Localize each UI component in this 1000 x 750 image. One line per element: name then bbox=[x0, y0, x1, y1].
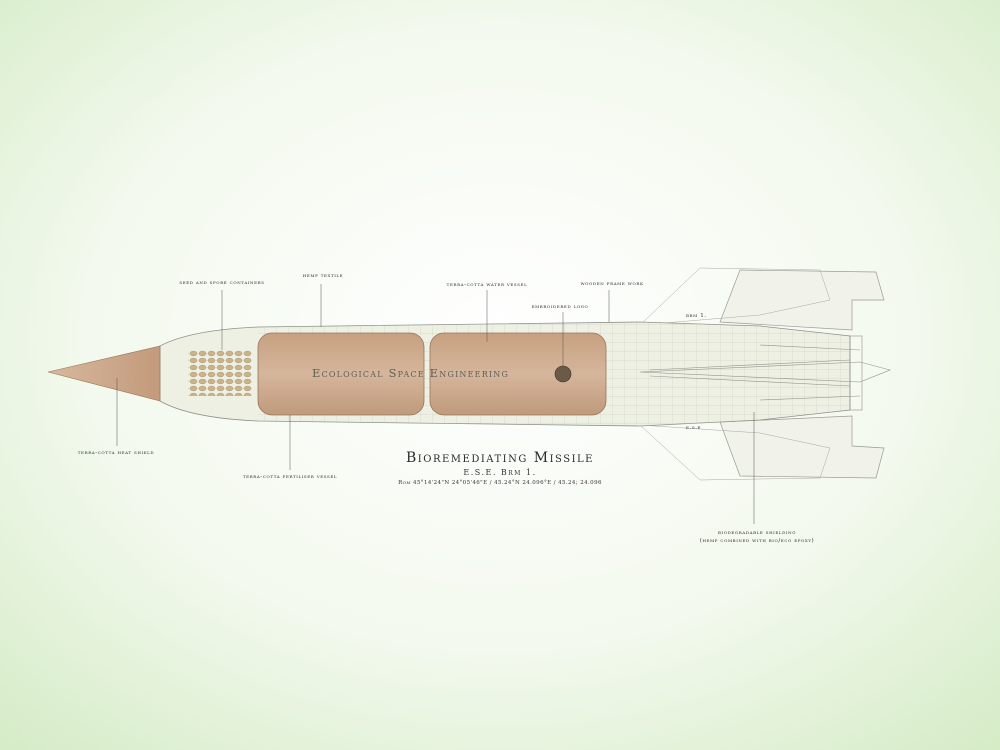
brm-mark: Brm 1. bbox=[686, 313, 707, 319]
label-fertiliser-vessel: terra-cotta fertiliser vessel bbox=[242, 474, 338, 480]
diagram-subtitle: E.S.E. Brm 1. bbox=[463, 468, 537, 477]
mid-fin-bottom bbox=[639, 424, 831, 481]
coordinates-text: Rom 45°14'24"N 24°05'46"E / 45.24°N 24.0… bbox=[398, 480, 602, 486]
mid-fin-top bbox=[639, 267, 831, 326]
rocket bbox=[47, 267, 891, 481]
ecological-space-engineering-text: Ecological Space Engineering bbox=[312, 366, 510, 380]
label-wooden-frame: wooden frame work bbox=[580, 281, 644, 287]
diagram-title: Bioremediating Missile bbox=[406, 450, 594, 466]
leader-lines bbox=[116, 284, 755, 524]
label-heat-shield: terra-cotta heat shield bbox=[77, 450, 155, 456]
label-biodegradable-shielding: biodegradable shielding bbox=[717, 530, 797, 536]
terracotta-fertiliser-vessel bbox=[257, 332, 425, 416]
label-water-vessel: terra-cotta water vessel bbox=[446, 282, 528, 288]
terracotta-water-vessel bbox=[429, 332, 607, 416]
label-hemp-epoxy: (hemp combined with bio/eco epoxy) bbox=[699, 538, 815, 544]
embroidered-logo bbox=[554, 365, 572, 383]
label-seed-containers: seed and spore containers bbox=[179, 280, 265, 286]
label-embroidered-logo: embroidered logo bbox=[531, 304, 589, 310]
engine-section bbox=[639, 335, 891, 411]
terracotta-heat-shield bbox=[47, 345, 161, 402]
seed-spore-containers bbox=[188, 350, 252, 396]
lower-fin bbox=[719, 415, 885, 479]
label-hemp-textile: Hemp Textile bbox=[302, 273, 344, 279]
ese-mark: E.S.E bbox=[686, 425, 702, 431]
title-block: Bioremediating Missile E.S.E. Brm 1. Rom… bbox=[398, 450, 602, 486]
